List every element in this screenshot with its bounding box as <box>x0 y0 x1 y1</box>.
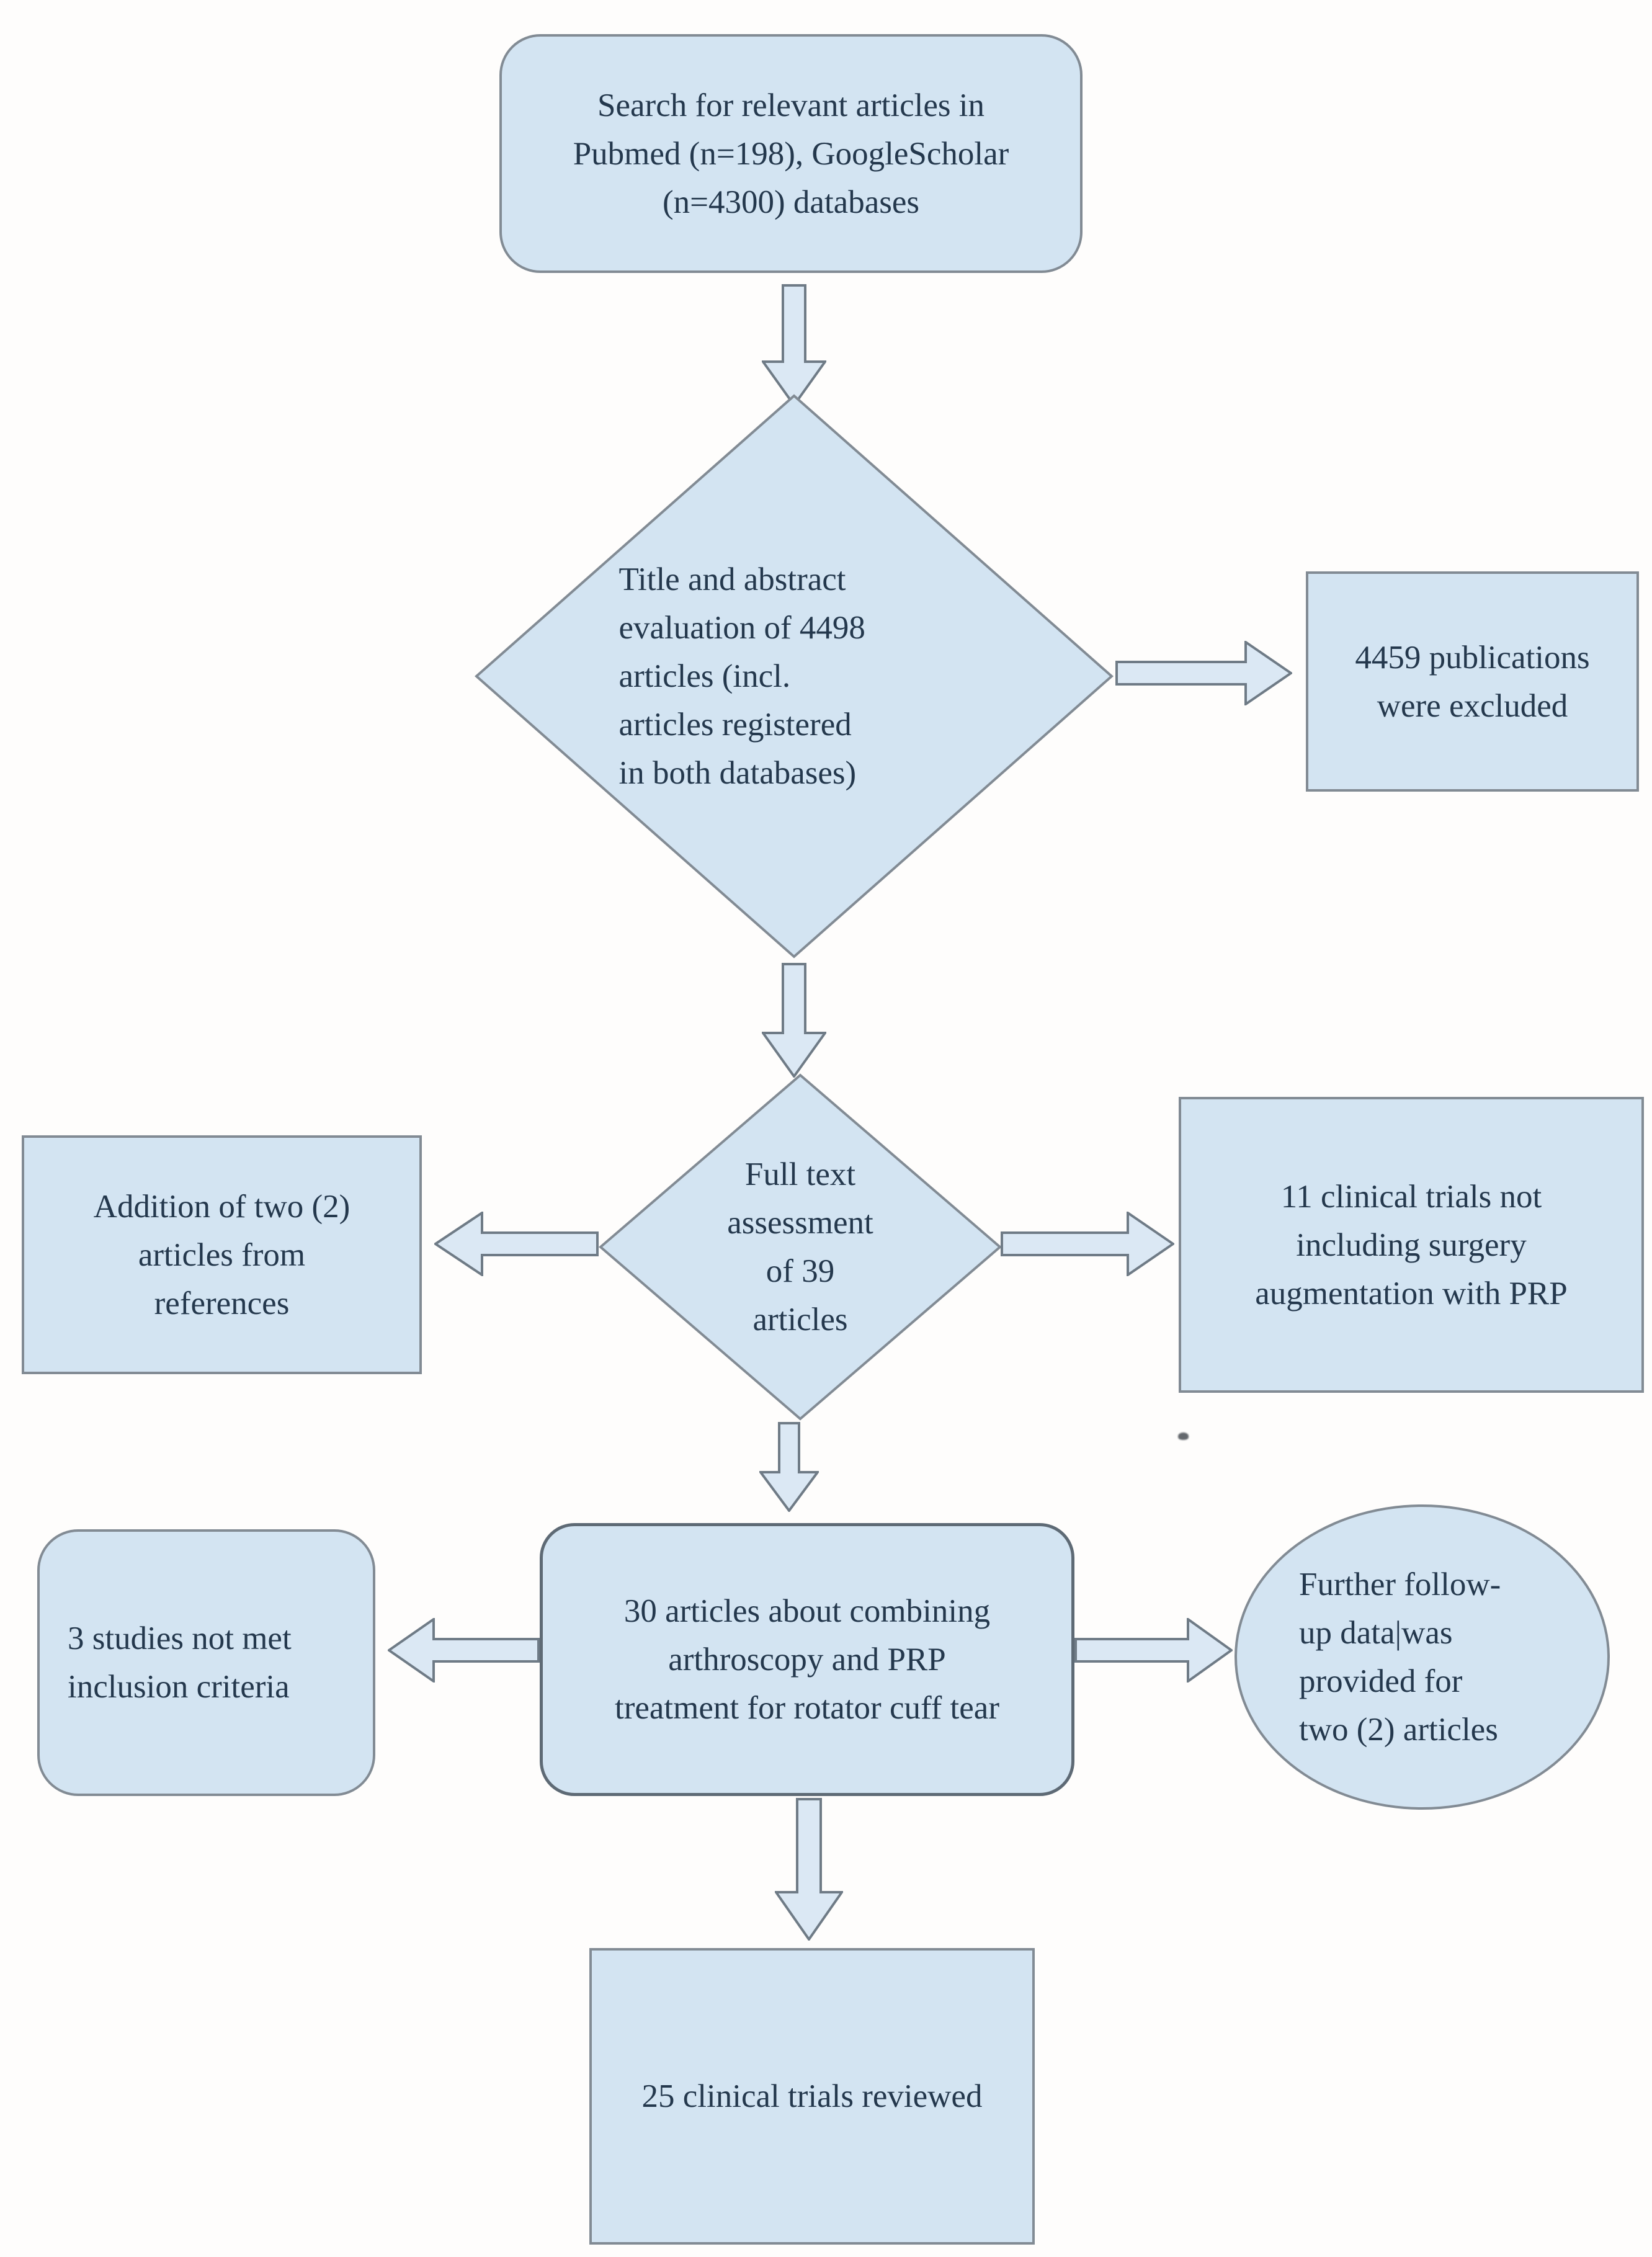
arrow-search-to-evaluation-icon <box>762 284 826 406</box>
text-line: 25 clinical trials reviewed <box>641 2078 983 2114</box>
text-line: Further follow- <box>1299 1566 1501 1602</box>
text-line: Addition of two (2) <box>93 1188 350 1225</box>
node-full-text-assessment-text: Full text assessment of 39 articles <box>599 1073 1002 1421</box>
node-articles-combining-text: 30 articles about combining arthroscopy a… <box>543 1587 1071 1732</box>
text-line: Search for relevant articles in <box>597 87 985 123</box>
arrow-articles30-to-studies3-icon <box>388 1618 540 1683</box>
text-line: Full text <box>744 1156 856 1192</box>
node-publications-excluded: 4459 publications were excluded <box>1306 571 1639 792</box>
text-line: inclusion criteria <box>68 1669 290 1705</box>
node-full-text-assessment: Full text assessment of 39 articles <box>598 1073 1002 1421</box>
text-line: evaluation of 4498 <box>618 610 865 646</box>
arrow-evaluation-to-fulltext-icon <box>762 963 826 1078</box>
node-followup-data: Further follow-up data|was provided for tw… <box>1235 1504 1610 1810</box>
text-line: Pubmed (n=198), GoogleScholar <box>573 135 1009 172</box>
arrow-evaluation-to-excluded-icon <box>1115 641 1292 705</box>
text-line: including surgery <box>1296 1227 1527 1263</box>
text-line: references <box>154 1285 290 1321</box>
text-line: articles <box>752 1302 848 1338</box>
text-line: of 39 <box>766 1253 835 1289</box>
arrow-articles30-to-followup-icon <box>1074 1618 1233 1683</box>
text-line: two (2) articles <box>1299 1712 1498 1748</box>
node-title-abstract-evaluation: Title and abstract evaluation of 4498 arti… <box>474 394 1114 959</box>
node-trials-reviewed: 25 clinical trials reviewed <box>589 1948 1035 2245</box>
text-line: 11 clinical trials not <box>1280 1178 1542 1215</box>
node-trials-reviewed-text: 25 clinical trials reviewed <box>592 2072 1032 2121</box>
text-line: arthroscopy and PRP <box>668 1642 946 1678</box>
node-search-databases: Search for relevant articles in Pubmed (n… <box>499 34 1083 273</box>
node-studies-not-met-text: 3 studies not met inclusion criteria <box>68 1614 373 1711</box>
node-followup-data-text: Further follow-up data|was provided for tw… <box>1299 1560 1607 1754</box>
node-addition-from-references-text: Addition of two (2) articles from referenc… <box>24 1182 419 1328</box>
node-publications-excluded-text: 4459 publications were excluded <box>1308 633 1636 730</box>
arrow-fulltext-to-addition-icon <box>434 1212 599 1276</box>
node-trials-not-including-surgery-text: 11 clinical trials not including surgery a… <box>1181 1173 1641 1318</box>
text-line: 30 articles about combining <box>623 1593 991 1629</box>
arrow-articles30-to-reviewed-icon <box>775 1798 843 1941</box>
text-line: treatment for rotator cuff tear <box>615 1690 999 1726</box>
text-line: were excluded <box>1377 687 1568 724</box>
text-line: Title and abstract <box>618 561 846 597</box>
diamond-shape-icon <box>474 394 1114 959</box>
node-title-abstract-evaluation-text: Title and abstract evaluation of 4498 arti… <box>619 555 970 797</box>
text-line: 4459 publications <box>1355 639 1590 676</box>
arrow-fulltext-to-trials11-icon <box>1001 1212 1174 1276</box>
diamond-shape-icon <box>598 1073 1002 1421</box>
arrow-fulltext-to-articles30-icon <box>759 1422 819 1512</box>
text-line: in both databases) <box>618 755 857 791</box>
scan-smudge <box>1178 1432 1189 1440</box>
node-search-databases-text: Search for relevant articles in Pubmed (n… <box>502 81 1080 226</box>
node-articles-combining: 30 articles about combining arthroscopy a… <box>540 1523 1074 1796</box>
text-line: up data|was <box>1299 1615 1453 1651</box>
text-line: 3 studies not met <box>68 1620 292 1656</box>
text-line: provided for <box>1299 1663 1463 1699</box>
text-line: articles from <box>138 1236 306 1273</box>
node-addition-from-references: Addition of two (2) articles from referenc… <box>22 1135 422 1374</box>
node-studies-not-met: 3 studies not met inclusion criteria <box>37 1529 375 1796</box>
text-line: augmentation with PRP <box>1255 1275 1568 1312</box>
text-line: assessment <box>727 1205 873 1241</box>
node-trials-not-including-surgery: 11 clinical trials not including surgery a… <box>1179 1097 1644 1393</box>
text-line: (n=4300) databases <box>662 184 919 220</box>
text-line: articles registered <box>618 707 852 743</box>
text-line: articles (incl. <box>618 658 791 694</box>
